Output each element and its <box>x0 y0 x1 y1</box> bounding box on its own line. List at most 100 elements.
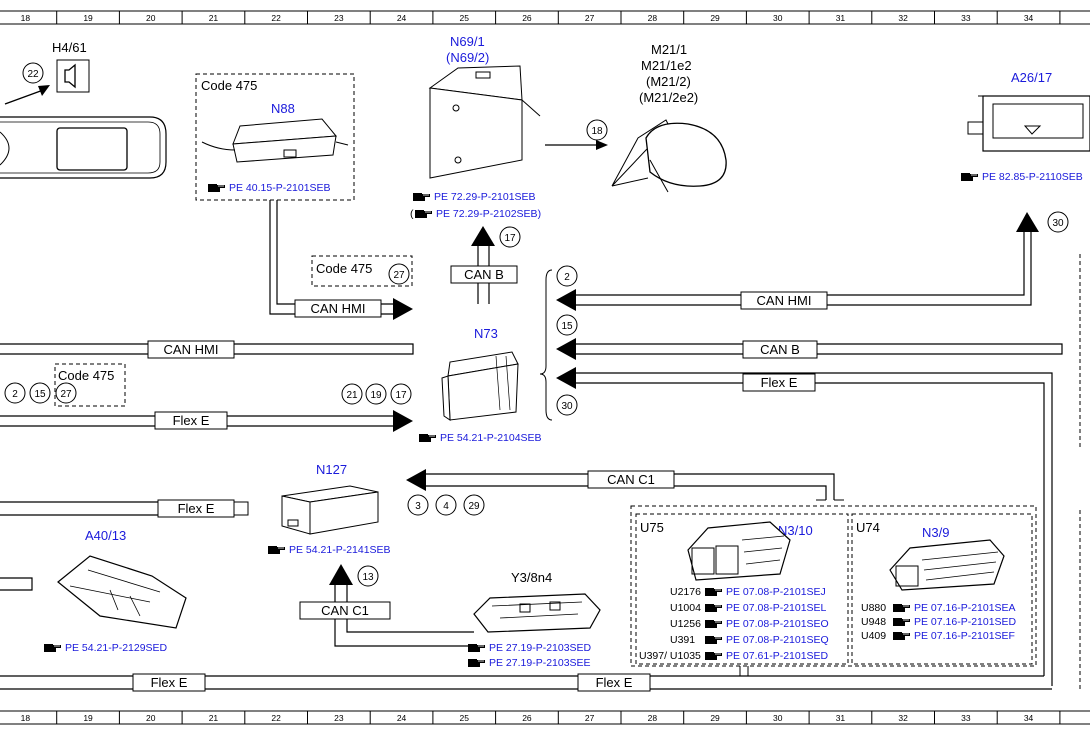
grid-col-label: 32 <box>898 713 908 723</box>
grid-col-label: 28 <box>648 13 658 23</box>
ecu-group-box <box>630 505 1037 667</box>
bus-can-hmi-1: CAN HMI <box>311 301 366 316</box>
svg-text:(: ( <box>410 208 414 220</box>
svg-text:PE 07.08-P-2101SEO[interactable]: PE 07.08-P-2101SEO <box>726 618 829 630</box>
n3-10-module-drawing <box>687 521 791 581</box>
bus-can-b-1: CAN B <box>464 267 504 282</box>
svg-text:U948: U948 <box>861 616 886 628</box>
n3-9-module-drawing <box>889 539 1005 591</box>
svg-text:PE 07.61-P-2101SED[interactable]: PE 07.61-P-2101SED <box>726 650 829 662</box>
grid-col-label: 25 <box>460 13 470 23</box>
ref-a26[interactable]: PE 82.85-P-2110SEB <box>982 171 1083 183</box>
svg-text:2: 2 <box>564 272 570 283</box>
label-n3-10: N3/10 <box>778 523 813 538</box>
svg-text:PE 07.16-P-2101SED[interactable]: PE 07.16-P-2101SED <box>914 616 1017 628</box>
label-a40-13: A40/13 <box>85 528 126 543</box>
svg-text:U391: U391 <box>670 634 695 646</box>
svg-text:Code 475: Code 475 <box>316 261 372 276</box>
grid-col-label: 20 <box>146 713 156 723</box>
grid-col-label: 18 <box>21 13 31 23</box>
label-n73: N73 <box>474 326 498 341</box>
grid-col-label: 19 <box>83 13 93 23</box>
svg-text:PE 07.16-P-2101SEA[interactable]: PE 07.16-P-2101SEA <box>914 602 1016 614</box>
grid-col-label: 25 <box>460 713 470 723</box>
label-u74: U74 <box>856 520 880 535</box>
svg-text:(M21/2e2): (M21/2e2) <box>639 90 698 105</box>
svg-text:3: 3 <box>415 501 421 512</box>
ref-a40[interactable]: PE 54.21-P-2129SED <box>65 642 168 654</box>
bus-flex-e-2: Flex E <box>178 501 215 516</box>
svg-text:17: 17 <box>504 233 516 244</box>
grid-col-label: 29 <box>710 713 720 723</box>
grid-col-label: 34 <box>1024 713 1034 723</box>
svg-text:U397/ U1035: U397/ U1035 <box>639 650 701 662</box>
grid-col-label: 24 <box>397 13 407 23</box>
grid-col-label: 21 <box>209 13 219 23</box>
svg-text:Code 475: Code 475 <box>201 78 257 93</box>
svg-text:(M21/2): (M21/2) <box>646 74 691 89</box>
code-475-box-3 <box>54 363 126 407</box>
svg-text:2: 2 <box>12 389 18 400</box>
svg-text:22: 22 <box>27 69 39 80</box>
ref-y3-a[interactable]: PE 27.19-P-2103SED <box>489 642 592 654</box>
svg-text:13: 13 <box>362 572 374 583</box>
svg-text:27: 27 <box>60 389 72 400</box>
mirror-drawing <box>611 119 727 193</box>
code-475-box-n88 <box>195 73 355 201</box>
grid-col-label: 24 <box>397 713 407 723</box>
u74-box <box>851 513 1033 665</box>
svg-text:27: 27 <box>393 270 405 281</box>
grid-col-label: 26 <box>522 713 532 723</box>
grid-col-label: 31 <box>836 713 846 723</box>
grid-col-label: 18 <box>21 713 31 723</box>
code-475-box-2 <box>311 255 413 287</box>
ref-n73[interactable]: PE 54.21-P-2104SEB <box>440 432 542 444</box>
svg-text:PE 07.08-P-2101SEL[interactable]: PE 07.08-P-2101SEL <box>726 602 827 614</box>
svg-text:29: 29 <box>468 501 480 512</box>
label-a26-17: A26/17 <box>1011 70 1052 85</box>
bus-flex-e-1: Flex E <box>173 413 210 428</box>
n73-module-drawing <box>441 351 519 421</box>
ref-n69-b[interactable]: PE 72.29-P-2102SEB) <box>436 208 541 220</box>
bus-can-c1-2: CAN C1 <box>321 603 369 618</box>
ref-n127[interactable]: PE 54.21-P-2141SEB <box>289 544 391 556</box>
head-unit-drawing <box>0 116 167 179</box>
svg-text:15: 15 <box>561 321 573 332</box>
svg-text:30: 30 <box>561 401 573 412</box>
svg-text:30: 30 <box>1052 218 1064 229</box>
bus-flex-e-3: Flex E <box>761 375 798 390</box>
svg-text:19: 19 <box>370 390 382 401</box>
grid-col-label: 19 <box>83 713 93 723</box>
ref-circle-22 <box>22 62 44 84</box>
svg-text:18: 18 <box>591 126 603 137</box>
n88-module-drawing <box>201 118 349 163</box>
ref-n69-a[interactable]: PE 72.29-P-2101SEB <box>434 191 536 203</box>
grid-col-label: 33 <box>961 13 971 23</box>
grid-col-label: 28 <box>648 713 658 723</box>
svg-text:Code 475: Code 475 <box>58 368 114 383</box>
u75-ref-list: U2176 PE 07.08-P-2101SEJ U1004 PE 07.08-… <box>639 586 829 662</box>
bus-flex-e-4: Flex E <box>151 675 188 690</box>
svg-text:4: 4 <box>443 501 449 512</box>
svg-text:PE 07.08-P-2101SEQ[interactable]: PE 07.08-P-2101SEQ <box>726 634 829 646</box>
a40-module-drawing <box>57 555 187 629</box>
grid-col-label: 23 <box>334 713 344 723</box>
svg-text:U880: U880 <box>861 602 886 614</box>
grid-col-label: 22 <box>271 713 281 723</box>
label-y3-8n4: Y3/8n4 <box>511 570 552 585</box>
grid-col-label: 26 <box>522 13 532 23</box>
speaker-icon <box>56 59 90 93</box>
svg-text:PE 07.08-P-2101SEJ[interactable]: PE 07.08-P-2101SEJ <box>726 586 826 598</box>
label-n69-1: N69/1 <box>450 34 485 49</box>
svg-text:U1004: U1004 <box>670 602 701 614</box>
label-n127: N127 <box>316 462 347 477</box>
svg-text:PE 07.16-P-2101SEF[interactable]: PE 07.16-P-2101SEF <box>914 630 1015 642</box>
ref-y3-b[interactable]: PE 27.19-P-2103SEE <box>489 657 591 669</box>
label-n88: N88 <box>271 101 295 116</box>
grid-col-label: 31 <box>836 13 846 23</box>
ref-n88[interactable]: PE 40.15-P-2101SEB <box>229 182 331 194</box>
y3-module-drawing <box>473 593 601 633</box>
